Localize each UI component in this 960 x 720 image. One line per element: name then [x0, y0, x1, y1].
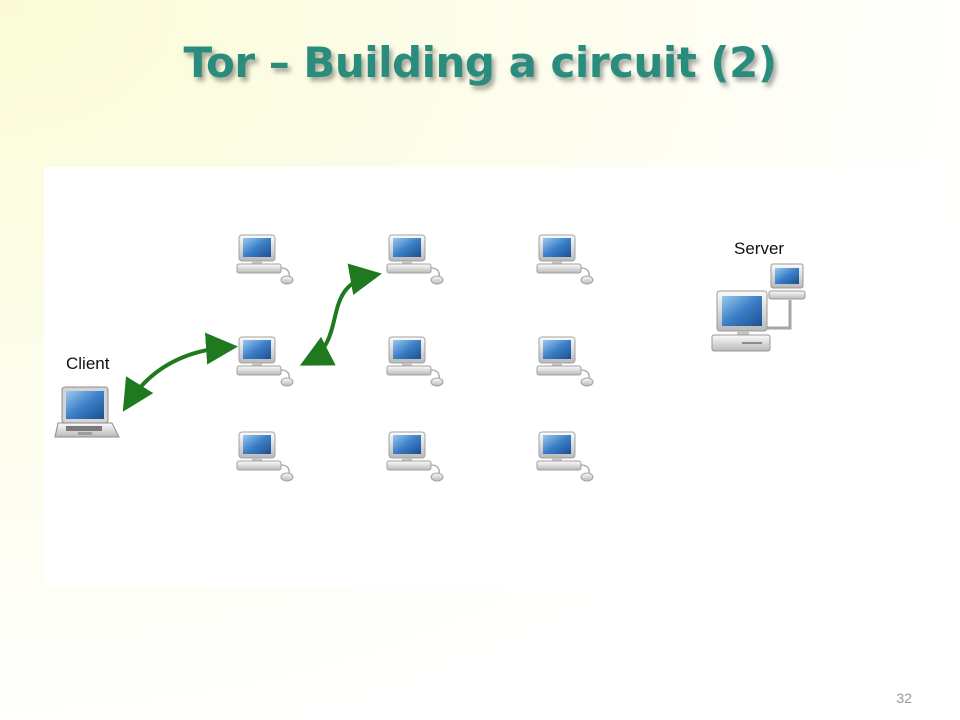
circuit-link-client-to-relay	[122, 332, 238, 412]
slide-title: Tor – Building a circuit (2)	[183, 38, 777, 87]
relay-r3-c2-icon	[386, 431, 444, 482]
server-icon	[711, 263, 806, 352]
server-label: Server	[734, 239, 785, 258]
relay-r2-c1-icon	[236, 336, 294, 387]
relay-r1-c2-icon	[386, 234, 444, 285]
circuit-link-relay-to-relay	[299, 263, 382, 366]
page-number: 32	[896, 690, 912, 706]
relay-r2-c2-icon	[386, 336, 444, 387]
relay-r2-c3-icon	[536, 336, 594, 387]
client-label: Client	[66, 354, 110, 373]
relay-r1-c3-icon	[536, 234, 594, 285]
relay-r3-c3-icon	[536, 431, 594, 482]
relay-r1-c1-icon	[236, 234, 294, 285]
relay-r3-c1-icon	[236, 431, 294, 482]
client-laptop-icon	[54, 386, 120, 438]
